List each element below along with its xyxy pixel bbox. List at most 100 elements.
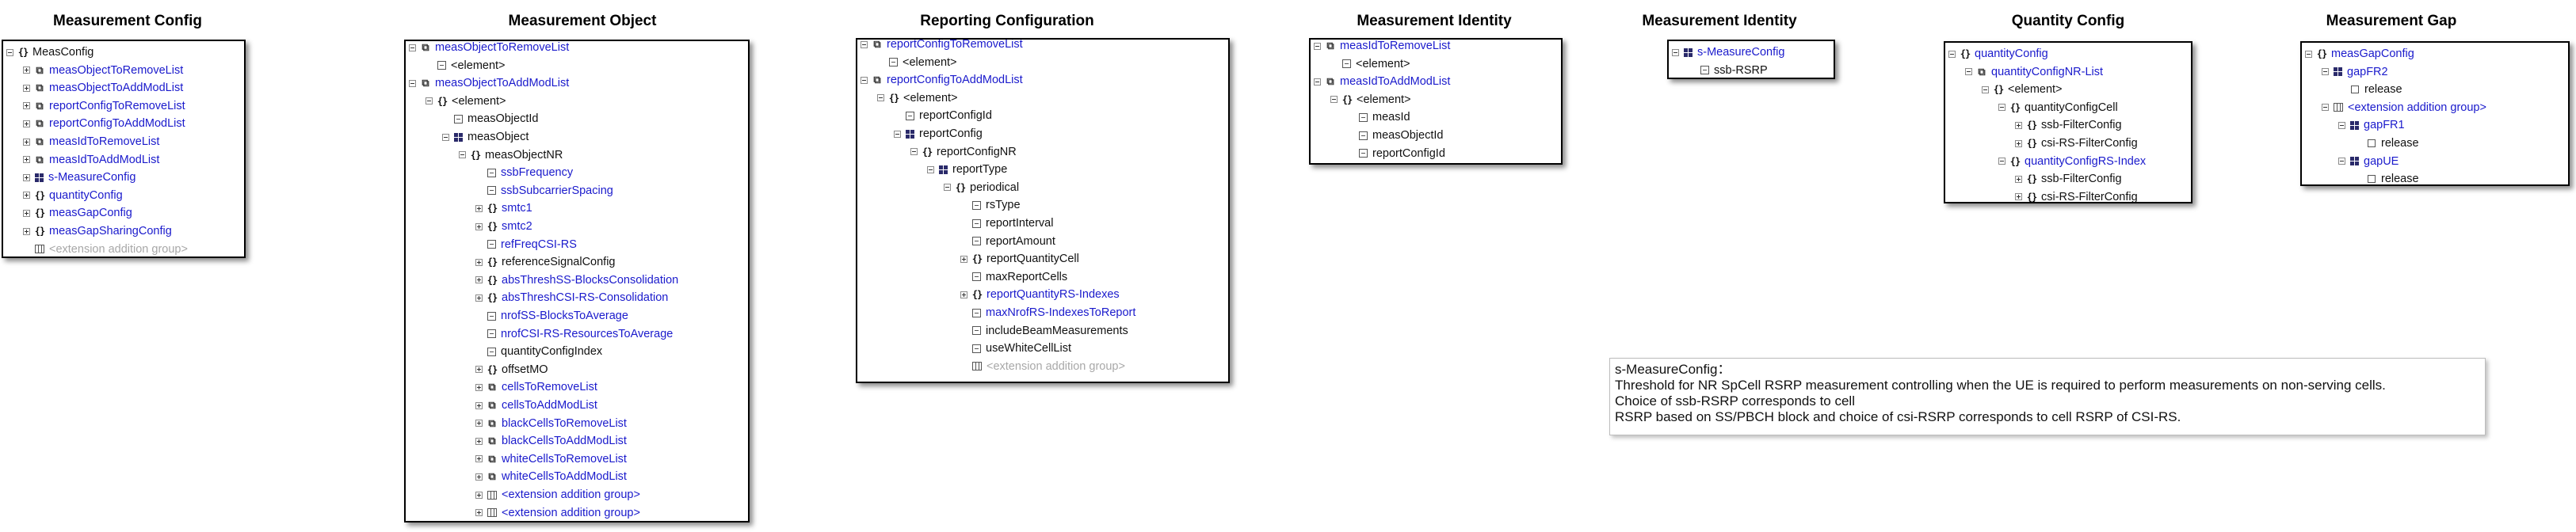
tree-node[interactable]: {}quantityConfig <box>1948 45 2048 63</box>
expand-icon[interactable] <box>475 509 483 517</box>
collapse-icon[interactable] <box>1330 96 1338 104</box>
expand-icon[interactable] <box>960 291 967 298</box>
expand-icon[interactable] <box>23 66 30 74</box>
tree-node[interactable]: ⧉blackCellsToRemoveList <box>475 415 627 432</box>
expand-icon[interactable] <box>2015 193 2022 201</box>
expand-icon[interactable] <box>475 491 483 499</box>
tree-node[interactable]: maxReportCells <box>960 268 1067 286</box>
tree-node[interactable]: ⧉measIdToAddModList <box>1314 73 1450 90</box>
expand-icon[interactable] <box>475 294 483 302</box>
tree-node[interactable]: <extension addition group> <box>960 358 1125 375</box>
tree-node[interactable]: useWhiteCellList <box>960 340 1071 357</box>
collapse-icon[interactable] <box>2338 158 2345 165</box>
tree-node[interactable]: <element> <box>426 57 506 74</box>
expand-icon[interactable] <box>23 173 30 181</box>
tree-node[interactable]: reportConfig <box>894 125 983 142</box>
collapse-icon[interactable] <box>861 40 868 48</box>
tree-node[interactable]: {}<element> <box>426 93 506 110</box>
tree-node[interactable]: ⧉reportConfigToAddModList <box>23 115 185 132</box>
expand-icon[interactable] <box>23 84 30 92</box>
tree-node[interactable]: <extension addition group> <box>475 486 640 504</box>
tree-node[interactable]: {}reportQuantityRS-Indexes <box>960 286 1120 303</box>
collapse-icon[interactable] <box>1982 86 1989 93</box>
collapse-icon[interactable] <box>910 148 918 156</box>
tree-node[interactable]: ⧉reportConfigToRemoveList <box>861 40 1023 53</box>
tree-node[interactable]: {}quantityConfigRS-Index <box>1998 153 2146 170</box>
collapse-icon[interactable] <box>861 76 868 84</box>
tree-node[interactable]: refFreqCSI-RS <box>475 236 577 253</box>
tree-node[interactable]: {}<element> <box>877 89 958 107</box>
tree-node[interactable]: ⧉quantityConfigNR-List <box>1965 63 2103 81</box>
tree-node[interactable]: s-MeasureConfig <box>23 169 135 186</box>
tree-node[interactable]: {}<element> <box>1330 91 1411 108</box>
tree-node[interactable]: ⧉measObjectToAddModList <box>409 74 569 92</box>
tree-node[interactable]: <extension addition group> <box>2322 99 2486 116</box>
asn1-tree-panel-3[interactable]: ⧉reportConfigToRemoveList<element>⧉repor… <box>856 38 1230 383</box>
tree-node[interactable]: ⧉whiteCellsToAddModList <box>475 468 627 485</box>
tree-node[interactable]: measObjectId <box>1347 127 1443 144</box>
collapse-icon[interactable] <box>894 130 901 138</box>
collapse-icon[interactable] <box>927 165 934 173</box>
collapse-icon[interactable] <box>1314 42 1321 50</box>
collapse-icon[interactable] <box>1965 68 1972 76</box>
tree-node[interactable]: release <box>2355 135 2419 152</box>
tree-node[interactable]: ⧉measIdToRemoveList <box>1314 40 1450 55</box>
tree-node[interactable]: {}referenceSignalConfig <box>475 253 615 271</box>
tree-node[interactable]: reportConfigId <box>1347 145 1445 162</box>
tree-node[interactable]: ssbFrequency <box>475 164 573 181</box>
expand-icon[interactable] <box>23 227 30 235</box>
collapse-icon[interactable] <box>2305 50 2312 58</box>
expand-icon[interactable] <box>475 383 483 391</box>
collapse-icon[interactable] <box>2338 121 2345 129</box>
tree-node[interactable]: reportType <box>927 161 1007 178</box>
tree-node[interactable]: measObjectId <box>442 110 538 127</box>
tree-node[interactable]: ⧉measObjectToRemoveList <box>409 41 569 56</box>
tree-node[interactable]: ⧉measObjectToAddModList <box>23 79 183 97</box>
collapse-icon[interactable] <box>2322 68 2329 76</box>
tree-node[interactable]: ⧉measObjectToRemoveList <box>23 62 183 79</box>
expand-icon[interactable] <box>23 156 30 164</box>
tree-node[interactable]: reportAmount <box>960 233 1055 250</box>
collapse-icon[interactable] <box>426 97 433 105</box>
asn1-tree-panel-2[interactable]: ⧉measObjectToRemoveList<element>⧉measObj… <box>404 40 750 522</box>
tree-node[interactable]: maxNrofRS-IndexesToReport <box>960 304 1135 321</box>
tree-node[interactable]: {}MeasConfig <box>6 44 93 61</box>
tree-node[interactable]: <extension addition group> <box>23 241 188 256</box>
tree-node[interactable]: gapUE <box>2338 153 2399 170</box>
tree-node[interactable]: {}csi-RS-FilterConfig <box>2015 135 2138 152</box>
tree-node[interactable]: {}smtc2 <box>475 218 532 235</box>
expand-icon[interactable] <box>475 473 483 481</box>
tree-node[interactable]: gapFR1 <box>2338 116 2405 134</box>
tree-node[interactable]: {}csi-RS-FilterConfig <box>2015 188 2138 202</box>
collapse-icon[interactable] <box>1948 50 1956 58</box>
tree-node[interactable]: {}absThreshSS-BlocksConsolidation <box>475 272 678 289</box>
tree-node[interactable]: {}reportQuantityCell <box>960 250 1079 268</box>
asn1-tree-panel-1[interactable]: {}MeasConfig⧉measObjectToRemoveList⧉meas… <box>2 40 246 258</box>
collapse-icon[interactable] <box>1672 48 1679 56</box>
collapse-icon[interactable] <box>1314 78 1321 86</box>
tree-node[interactable]: {}ssb-FilterConfig <box>2015 170 2122 188</box>
tree-node[interactable]: reportInterval <box>960 215 1053 232</box>
tree-node[interactable]: {}measGapConfig <box>2305 45 2414 63</box>
expand-icon[interactable] <box>23 102 30 110</box>
collapse-icon[interactable] <box>459 151 466 159</box>
expand-icon[interactable] <box>475 455 483 463</box>
expand-icon[interactable] <box>475 222 483 230</box>
collapse-icon[interactable] <box>442 133 449 141</box>
collapse-icon[interactable] <box>409 79 416 87</box>
expand-icon[interactable] <box>475 401 483 409</box>
tree-node[interactable]: {}<element> <box>1982 81 2063 98</box>
tree-node[interactable]: {}ssb-FilterConfig <box>2015 116 2122 134</box>
tree-node[interactable]: {}reportConfigNR <box>910 143 1017 161</box>
tree-node[interactable]: <element> <box>1330 55 1410 73</box>
tree-node[interactable]: <extension addition group> <box>475 504 640 521</box>
expand-icon[interactable] <box>23 192 30 200</box>
tree-node[interactable]: ⧉whiteCellsToRemoveList <box>475 450 627 468</box>
tree-node[interactable]: ⧉cellsToRemoveList <box>475 378 597 396</box>
tree-node[interactable]: rsType <box>960 196 1021 214</box>
tree-node[interactable]: ⧉reportConfigToRemoveList <box>23 97 185 115</box>
tree-node[interactable]: quantityConfigIndex <box>475 343 602 360</box>
collapse-icon[interactable] <box>1998 158 2005 165</box>
expand-icon[interactable] <box>475 276 483 284</box>
